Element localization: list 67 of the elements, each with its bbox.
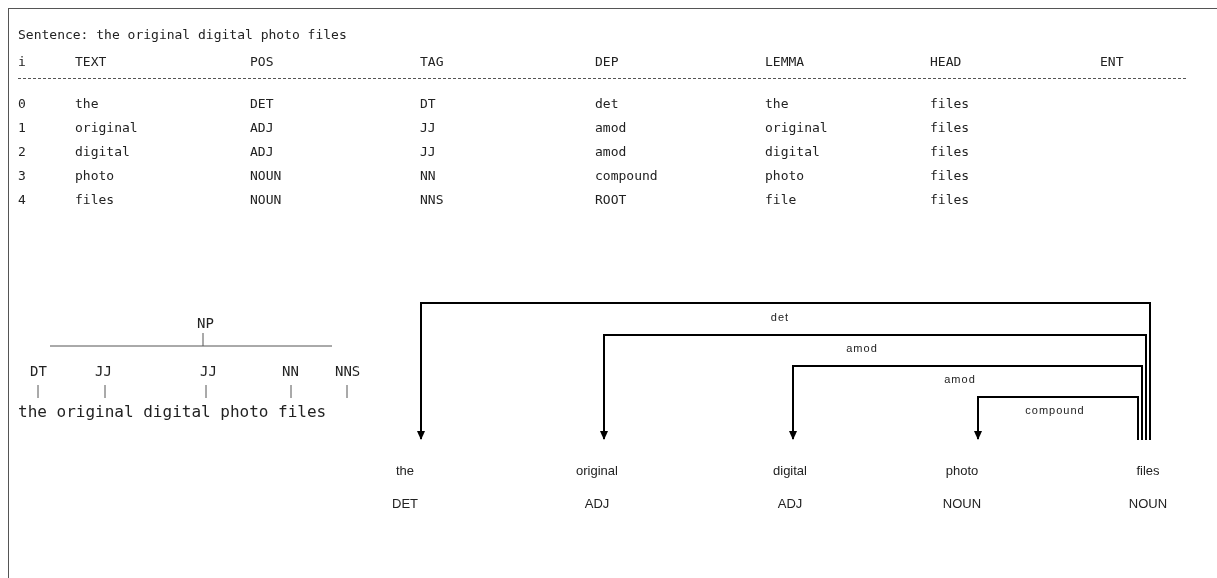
table-cell-text: photo — [75, 169, 115, 182]
table-cell-text: JJ — [420, 145, 436, 158]
table-cell-text: files — [930, 97, 970, 110]
table-cell-text: original — [75, 121, 138, 134]
table-cell-text: files — [930, 145, 970, 158]
table-cell-text: det — [595, 97, 619, 110]
dependency-arrow — [974, 396, 1139, 441]
table-cell-text: digital — [765, 145, 820, 158]
table-cell-text: DT — [420, 97, 436, 110]
table-cell-text: the — [75, 97, 99, 110]
table-cell-text: NOUN — [250, 169, 282, 182]
tree-label: DT — [30, 364, 47, 378]
column-header: ENT — [1100, 55, 1124, 68]
edge-label: amod — [844, 343, 880, 354]
token-word: the — [395, 464, 415, 477]
token-word: original — [576, 464, 618, 477]
table-cell-text: 0 — [18, 97, 26, 110]
column-header: DEP — [595, 55, 619, 68]
table-cell-text: digital — [75, 145, 130, 158]
table-cell-text: files — [930, 193, 970, 206]
pos-tag: NOUN — [942, 497, 982, 510]
table-cell-text: ADJ — [250, 121, 274, 134]
table-cell-text: compound — [595, 169, 658, 182]
pos-tag: ADJ — [777, 497, 803, 510]
table-cell-text: files — [930, 121, 970, 134]
table-cell-text: files — [930, 169, 970, 182]
pos-tag: ADJ — [584, 497, 610, 510]
token-word: files — [1136, 464, 1160, 477]
table-cell-text: ADJ — [250, 145, 274, 158]
token-word: photo — [945, 464, 979, 477]
table-cell-text: 4 — [18, 193, 26, 206]
pos-tag: DET — [392, 497, 418, 510]
dependency-arrow — [417, 302, 1151, 441]
tree-label: JJ — [95, 364, 112, 378]
table-cell-text: amod — [595, 145, 627, 158]
table-cell-text: files — [75, 193, 115, 206]
tree-label: NN — [282, 364, 299, 378]
table-cell-text: NN — [420, 169, 436, 182]
table-cell-text: amod — [595, 121, 627, 134]
table-cell-text: JJ — [420, 121, 436, 134]
tree-label: NP — [197, 316, 214, 330]
table-cell-text: ROOT — [595, 193, 627, 206]
column-header: POS — [250, 55, 274, 68]
table-cell-text: photo — [765, 169, 805, 182]
column-header: i — [18, 55, 26, 68]
column-header: LEMMA — [765, 55, 805, 68]
dependency-arrow — [600, 334, 1147, 441]
table-cell-text: DET — [250, 97, 274, 110]
table-cell-text: 3 — [18, 169, 26, 182]
table-cell-text: 1 — [18, 121, 26, 134]
column-header: TAG — [420, 55, 444, 68]
table-cell-text: file — [765, 193, 797, 206]
table-cell-text: 2 — [18, 145, 26, 158]
tree-words-text: the original digital photo files — [18, 404, 327, 420]
tree-label: JJ — [200, 364, 217, 378]
edge-label: amod — [942, 374, 978, 385]
column-header: HEAD — [930, 55, 962, 68]
sentence-text: Sentence: the original digital photo files — [18, 28, 347, 41]
pos-tag: NOUN — [1128, 497, 1168, 510]
table-cell-text: original — [765, 121, 828, 134]
token-word: digital — [773, 464, 807, 477]
table-cell-text: NOUN — [250, 193, 282, 206]
table-cell-text: NNS — [420, 193, 444, 206]
dependency-arrow — [789, 365, 1143, 441]
table-cell-text: the — [765, 97, 789, 110]
tree-label: NNS — [335, 364, 361, 378]
column-header: TEXT — [75, 55, 107, 68]
